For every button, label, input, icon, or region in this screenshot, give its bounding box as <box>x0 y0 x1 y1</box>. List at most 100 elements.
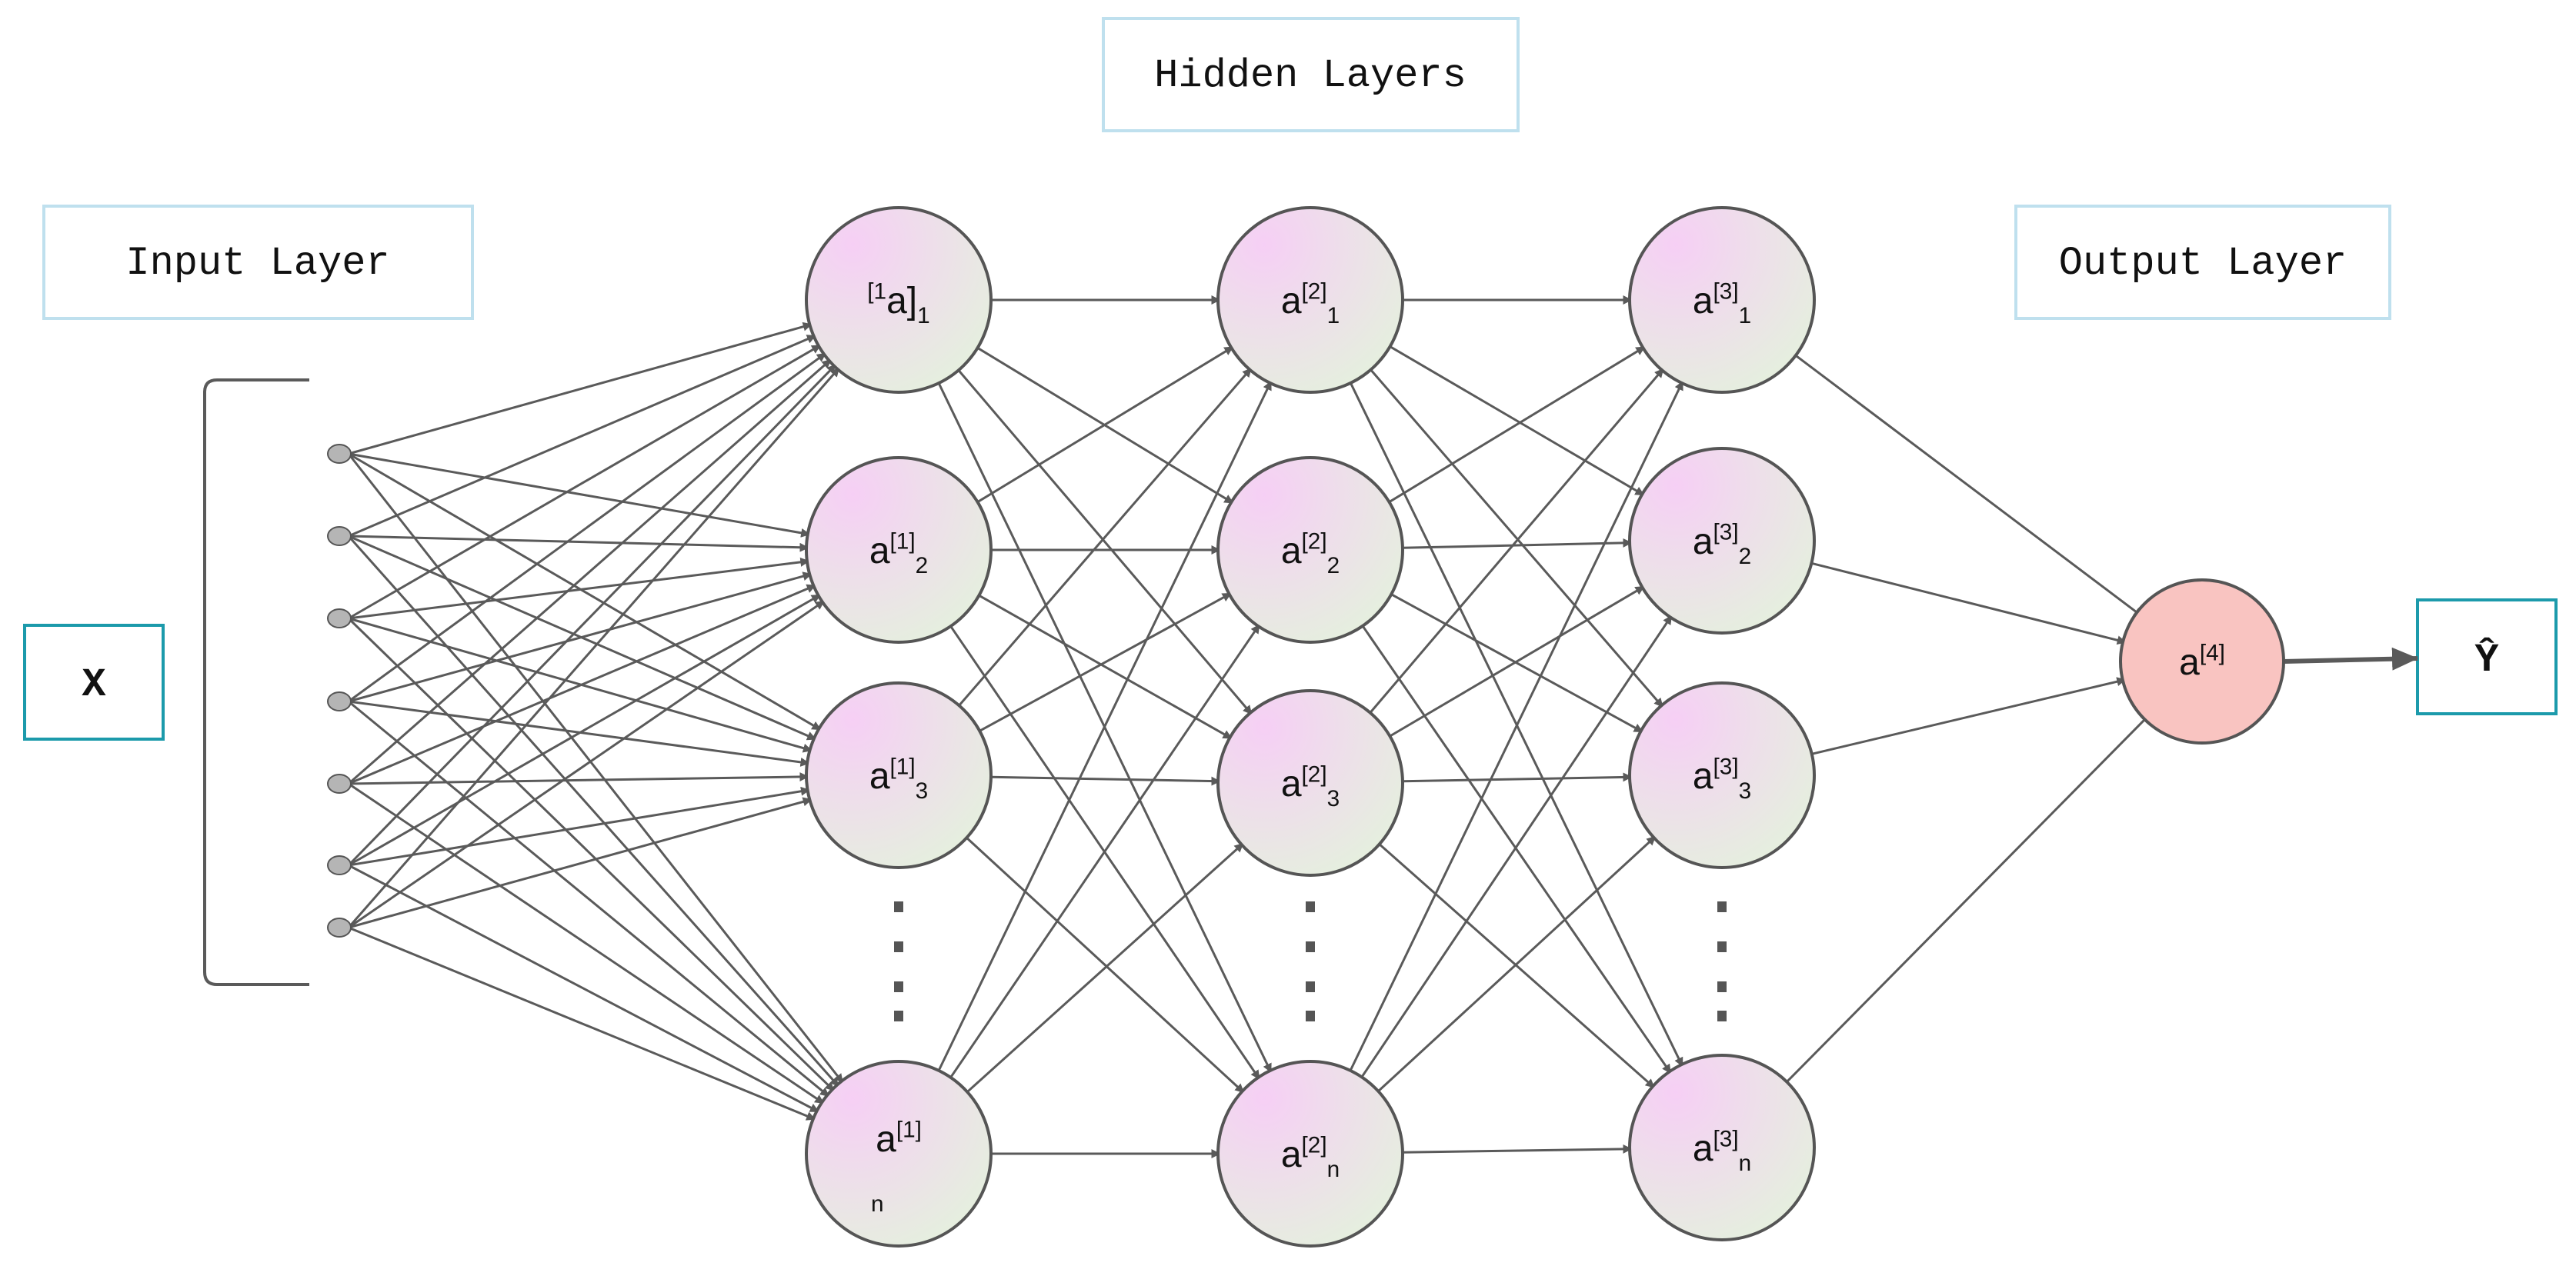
hidden-layers-label-box: Hidden Layers <box>1102 17 1520 132</box>
edge-input-1-to-l1-3 <box>347 535 839 1088</box>
edge-l2-2-to-l3-1 <box>1389 585 1645 738</box>
edge-l2-3-to-l3-0 <box>1349 381 1684 1071</box>
x-input-box: X <box>23 624 165 741</box>
edge-l2-1-to-l3-2 <box>1390 593 1643 733</box>
neuron-label-l2-1: a[2]1 <box>1281 279 1340 329</box>
edge-l3-3-to-output <box>1786 713 2151 1083</box>
output-layer-label: Output Layer <box>2059 241 2347 286</box>
neuron-l2-4: a[2]n <box>1216 1060 1404 1248</box>
neuron-l1-3: a[1]3 <box>805 681 993 869</box>
output-neuron: a[4] <box>2119 578 2285 745</box>
edge-l1-2-to-l2-1 <box>979 592 1232 732</box>
neuron-l2-3: a[2]3 <box>1216 689 1404 877</box>
edge-l2-0-to-l3-2 <box>1370 368 1664 708</box>
edge-l2-3-to-l3-1 <box>1360 615 1673 1078</box>
neuron-label-l1-3: a[1]3 <box>869 755 928 805</box>
neuron-l3-1: a[3]1 <box>1628 206 1816 394</box>
edge-input-4-to-l1-0 <box>348 358 832 785</box>
edge-l1-1-to-l2-2 <box>978 594 1233 740</box>
ellipsis-dot <box>1306 1011 1315 1021</box>
input-layer-label-box: Input Layer <box>42 205 474 320</box>
neuron-circle <box>1628 681 1816 869</box>
neuron-circle <box>1216 206 1404 394</box>
ellipsis-dot <box>1717 1011 1727 1021</box>
neuron-l2-2: a[2]2 <box>1216 456 1404 644</box>
edge-l2-1-to-l3-1 <box>1402 538 1633 549</box>
input-node-6 <box>327 855 352 875</box>
neuron-l3-2: a[3]2 <box>1628 447 1816 635</box>
edge-l2-2-to-l3-3 <box>1378 843 1655 1089</box>
edge-input-2-to-l1-3 <box>347 617 835 1092</box>
y-hat-label: Ŷ <box>2474 637 2499 683</box>
input-node-5 <box>327 774 352 794</box>
output-neuron-circle <box>2119 578 2285 745</box>
edge-l1-2-to-l2-3 <box>966 837 1245 1094</box>
input-node-7 <box>327 918 352 938</box>
neuron-label-l1-4: a[1] <box>876 1118 922 1160</box>
ellipsis-dot <box>1717 941 1727 952</box>
neuron-label-l3-3: a[3]3 <box>1693 755 1751 805</box>
input-node-3 <box>327 608 352 628</box>
hidden-layers-label: Hidden Layers <box>1154 53 1467 98</box>
edge-input-2-to-l1-1 <box>348 557 810 620</box>
neuron-circle <box>1216 1060 1404 1248</box>
neuron-l1-1: [1a]1 <box>805 206 993 394</box>
input-layer-label: Input Layer <box>125 241 389 286</box>
neuron-label-l2-3: a[2]3 <box>1281 762 1340 812</box>
edge-l1-1-to-l2-0 <box>976 345 1234 503</box>
neuron-l2-1: a[2]1 <box>1216 206 1404 394</box>
edge-l1-2-to-l2-2 <box>990 775 1221 786</box>
ellipsis-dot <box>1306 941 1315 952</box>
edge-input-2-to-l1-0 <box>348 344 822 620</box>
ellipsis-dot <box>1717 981 1727 992</box>
ellipsis-dot <box>894 1011 903 1021</box>
neuron-circle <box>1628 206 1816 394</box>
neuron-l3-4: a[3]n <box>1628 1054 1816 1241</box>
edge-input-5-to-l1-3 <box>348 864 819 1113</box>
neuron-circle <box>805 456 993 644</box>
ellipsis-group <box>894 901 1727 1021</box>
output-neuron-label: a[4] <box>2179 641 2225 683</box>
edge-l2-0-to-l3-1 <box>1389 345 1645 496</box>
input-nodes-group <box>327 444 352 938</box>
x-label: X <box>82 662 106 708</box>
edge-input-3-to-l1-1 <box>348 571 813 703</box>
edge-input-1-to-l1-1 <box>348 535 809 552</box>
edge-l3-0-to-output <box>1794 354 2144 618</box>
edge-l3-1-to-output <box>1811 561 2127 645</box>
ellipsis-dot <box>1306 981 1315 992</box>
edge-input-6-to-l1-0 <box>347 367 840 928</box>
neuron-circle <box>1216 456 1404 644</box>
neuron-circle <box>1628 1054 1816 1241</box>
edge-l2-2-to-l3-2 <box>1402 772 1633 783</box>
edge-input-4-to-l1-2 <box>348 771 809 785</box>
edge-input-0-to-l1-3 <box>347 453 844 1084</box>
neuron-label-l1-2: a[1]2 <box>869 529 928 579</box>
edge-l2-3-to-l3-3 <box>1402 1144 1633 1154</box>
edge-l2-1-to-l3-3 <box>1361 625 1672 1074</box>
edge-input-0-to-l1-0 <box>348 321 813 455</box>
hidden-nodes-group: [1a]1 a[1]2 a[1]3 a[1] n a[2]1 a[2]2 a[2]3 a[2]n… <box>805 206 2285 1248</box>
edge-input-5-to-l1-2 <box>348 786 810 867</box>
neuron-circle <box>1628 447 1816 635</box>
edge-l1-3-to-l2-1 <box>949 624 1261 1078</box>
neuron-label-l1-4-sub: n <box>871 1191 884 1217</box>
edge-l1-3-to-l2-0 <box>937 381 1273 1071</box>
edge-input-5-to-l1-1 <box>348 594 821 867</box>
y-hat-output-box: Ŷ <box>2416 598 2558 715</box>
edge-input-0-to-l1-2 <box>348 452 822 731</box>
edge-input-5-to-l1-0 <box>347 364 837 867</box>
edge-input-1-to-l1-0 <box>348 335 816 538</box>
neuron-label-l3-1: a[3]1 <box>1693 279 1751 329</box>
input-node-1 <box>327 444 352 464</box>
edge-l2-3-to-l3-2 <box>1377 835 1657 1092</box>
neuron-label-l2-4: a[2]n <box>1281 1133 1340 1183</box>
ellipsis-dot <box>894 981 903 992</box>
neuron-l1-4: a[1] n <box>805 1060 993 1248</box>
neuron-circle <box>805 681 993 869</box>
ellipsis-dot <box>1306 901 1315 912</box>
neuron-l3-3: a[3]3 <box>1628 681 1816 869</box>
edge-l2-1-to-l3-0 <box>1388 345 1646 503</box>
edge-input-3-to-l1-3 <box>348 700 830 1098</box>
input-node-2 <box>327 526 352 546</box>
